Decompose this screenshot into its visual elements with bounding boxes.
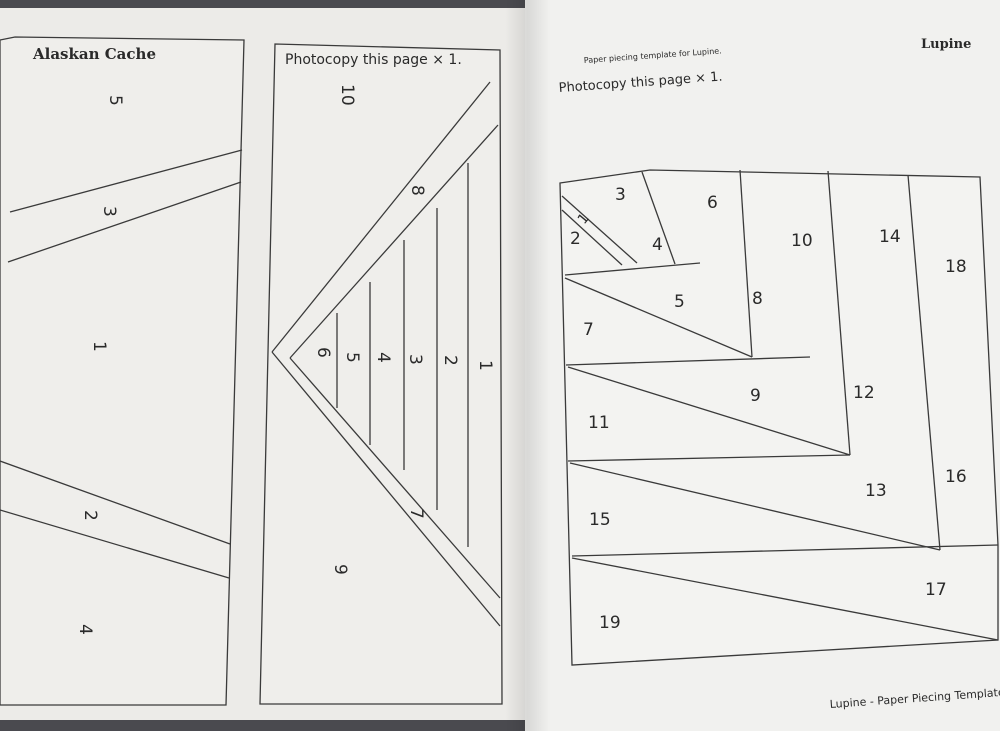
alaskan-piece-5: 5 [105,95,125,106]
lupine-piece-13: 13 [865,481,887,501]
lupine-piece-7: 7 [583,320,594,340]
lupine-piece-17: 17 [925,580,947,600]
lupine-piece-5: 5 [674,292,685,312]
lupine-piece-19: 19 [599,613,621,633]
lupine-header: Lupine [921,37,971,52]
alaskan-cache-template [0,36,245,706]
cone-piece-8: 8 [407,185,427,196]
lupine-piece-14: 14 [879,227,901,247]
book-gutter [505,0,550,731]
lupine-piece-3: 3 [615,185,626,205]
lupine-piece-2: 2 [570,229,581,249]
cone-piece-3: 3 [405,354,425,365]
lupine-piece-4: 4 [652,235,663,255]
cone-piece-1: 1 [475,360,495,371]
lupine-piece-9: 9 [750,386,761,406]
cone-piece-4: 4 [373,352,393,363]
alaskan-piece-3: 3 [99,206,119,217]
alaskan-cache-title: Alaskan Cache [32,45,156,63]
cone-piece-6: 6 [313,347,333,358]
cone-piece-5: 5 [342,352,362,363]
lupine-piece-10: 10 [791,231,813,251]
cone-photocopy-note: Photocopy this page × 1. [285,52,462,68]
lupine-piece-16: 16 [945,467,967,487]
lupine-piece-12: 12 [853,383,875,403]
lupine-piece-15: 15 [589,510,611,530]
alaskan-piece-2: 2 [80,510,100,521]
cone-template [259,43,503,705]
cone-piece-10: 10 [337,84,357,106]
lupine-piece-8: 8 [752,289,763,309]
lupine-piece-1: 1 [575,210,593,227]
lupine-piece-18: 18 [945,257,967,277]
lupine-piece-11: 11 [588,413,610,433]
lupine-footer: Lupine - Paper Piecing Template [829,686,1000,711]
alaskan-piece-4: 4 [75,624,95,635]
alaskan-piece-1: 1 [89,341,109,352]
lupine-photocopy-note: Photocopy this page × 1. [558,70,723,96]
cone-piece-2: 2 [440,355,460,366]
lupine-small-note: Paper piecing template for Lupine. [584,46,722,65]
lupine-template [559,169,999,666]
cone-piece-9: 9 [330,564,350,575]
cone-piece-7: 7 [406,508,426,519]
lupine-piece-6: 6 [707,193,718,213]
